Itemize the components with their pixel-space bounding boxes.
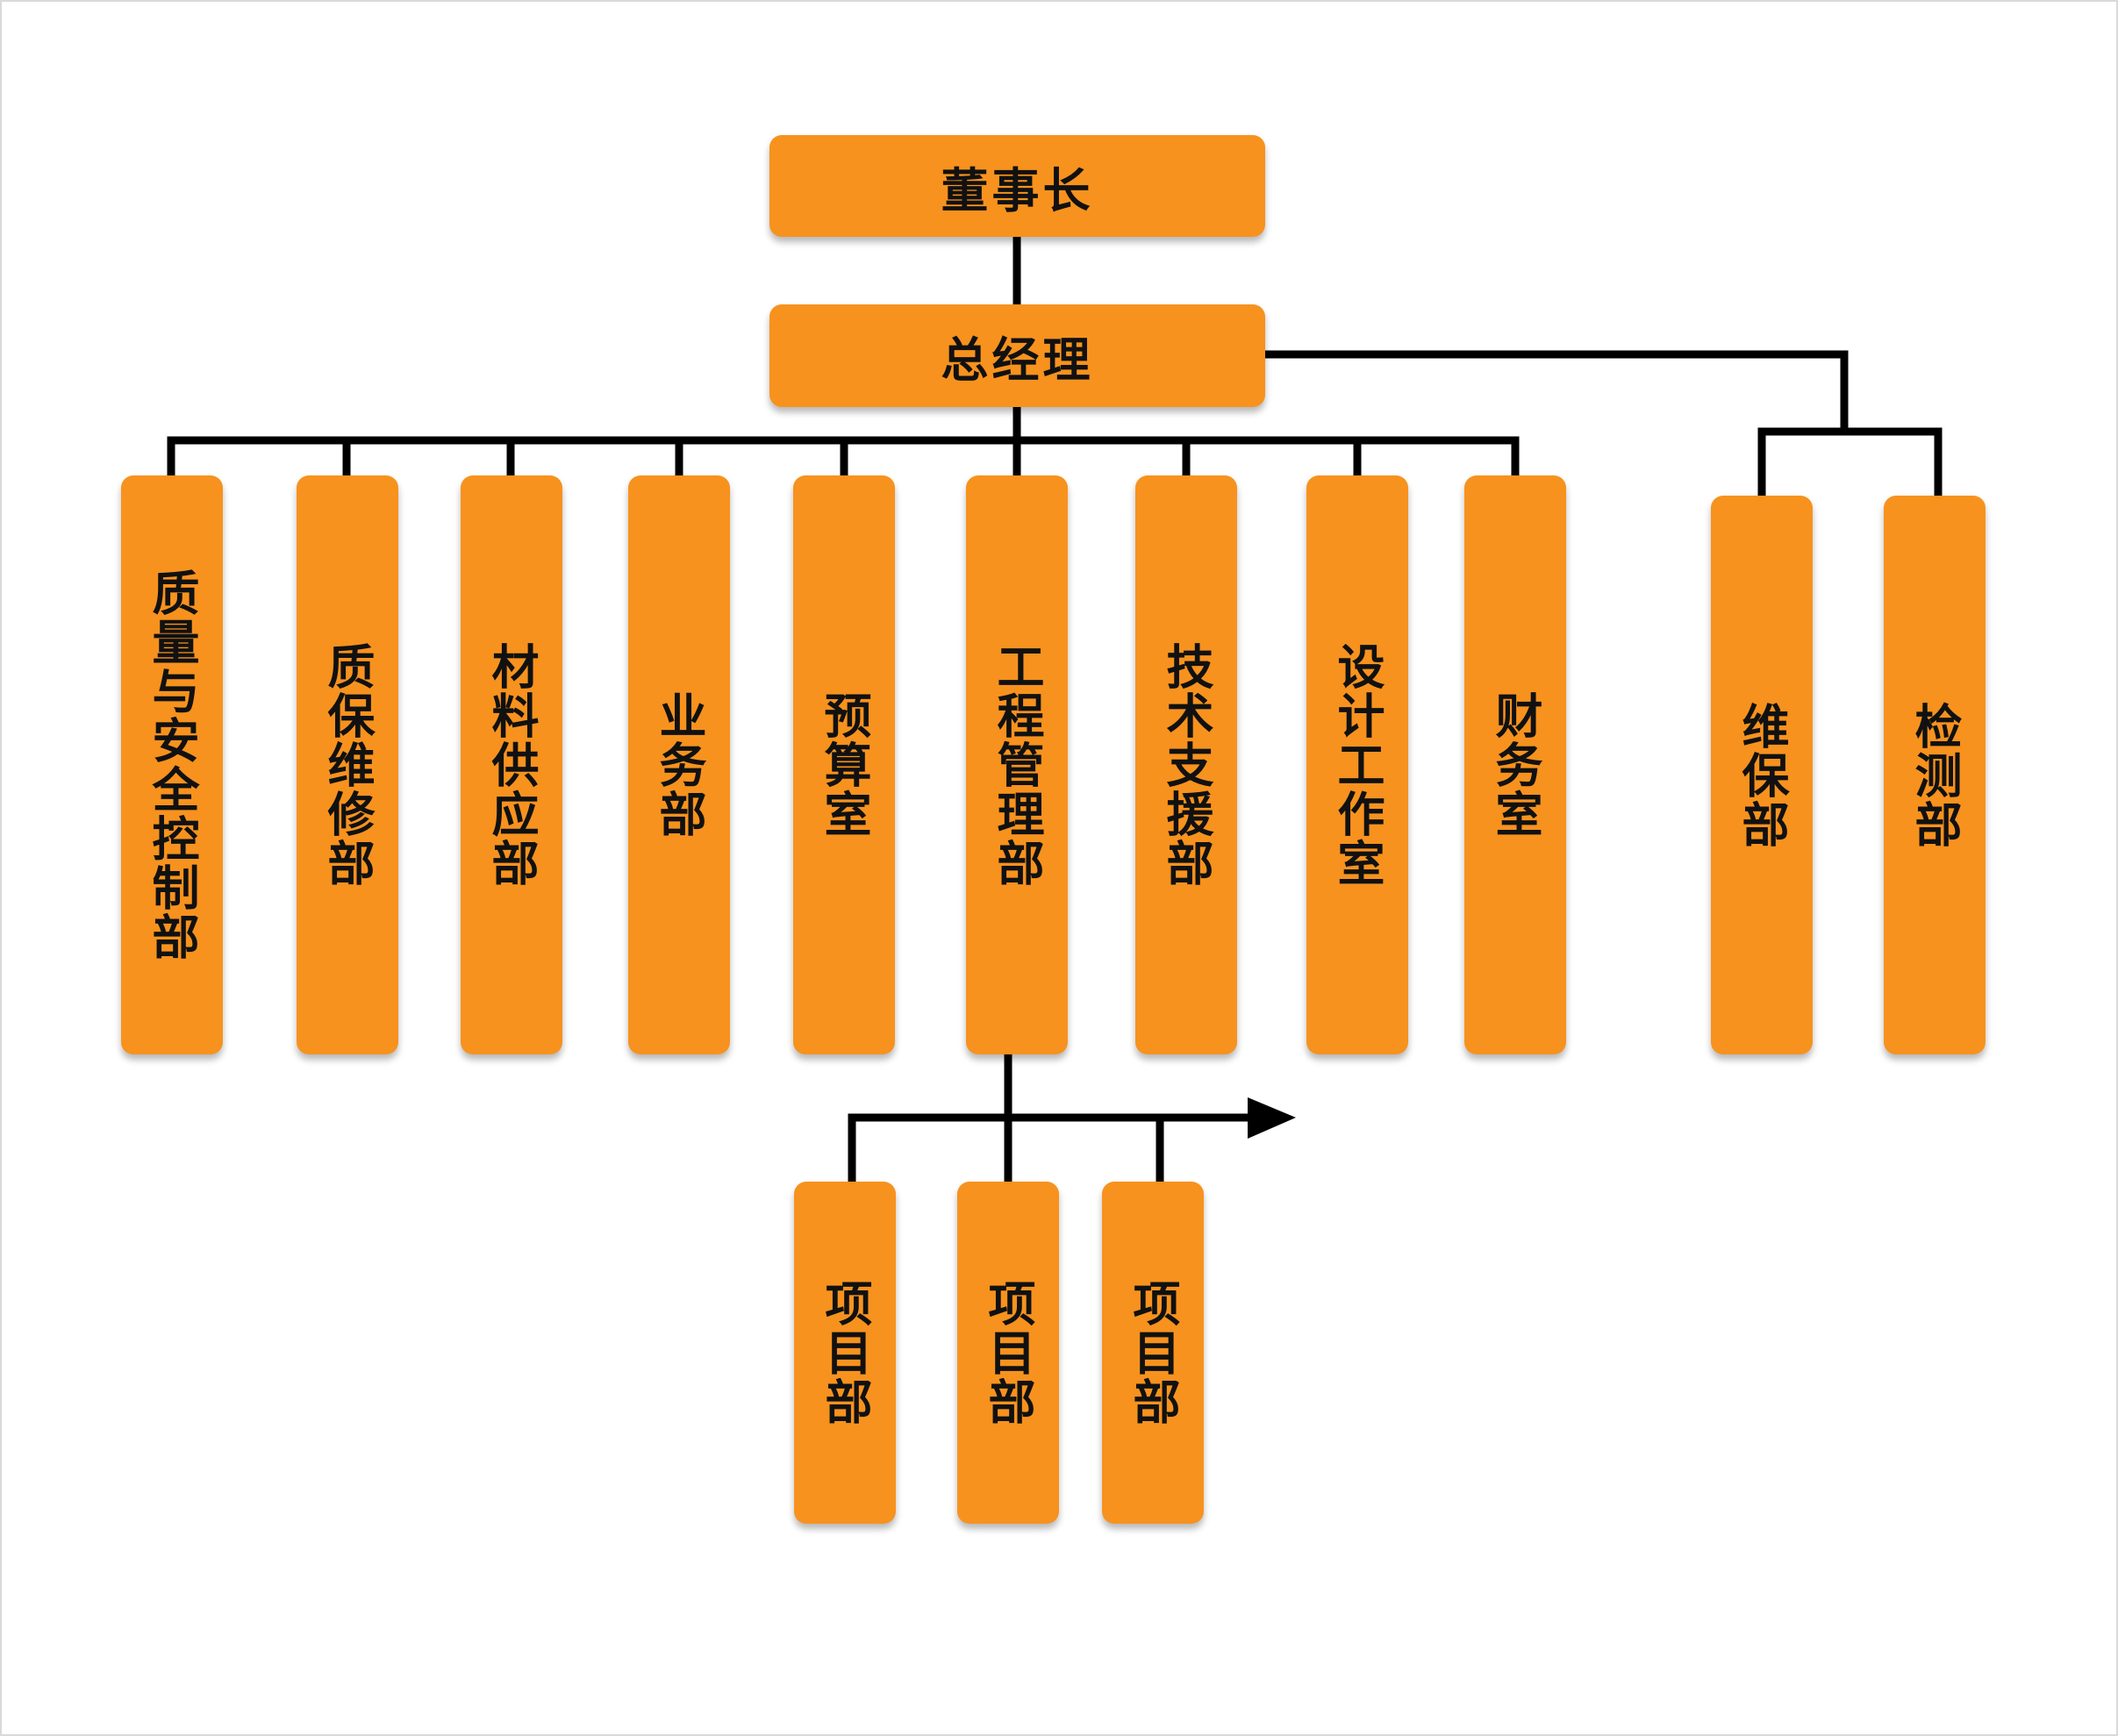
project-dept-box: 项目部 (957, 1182, 1059, 1524)
dept-business-box: 业务部 (628, 475, 730, 1054)
dept-design-studio-box: 设计工作室 (1306, 475, 1408, 1054)
dept-warranty-maintenance-box: 质保维修部 (297, 475, 398, 1054)
dept-technical-support-box: 技术支援部 (1135, 475, 1237, 1054)
dept-quality-safety-box: 质量与安全控制部 (121, 475, 223, 1054)
dept-finance-box: 财务室 (1464, 475, 1566, 1054)
arrow-head (1248, 1097, 1296, 1139)
dept-engineering-management-box: 工程管理部 (966, 475, 1068, 1054)
chairman-box: 董事长 (769, 135, 1265, 237)
dept-budget-box: 预算室 (793, 475, 895, 1054)
dept-maintenance-box: 维保部 (1711, 496, 1813, 1054)
gm-to-side-branch-line (1261, 350, 1849, 436)
dept-material-supply-box: 材料供应部 (461, 475, 562, 1054)
dept-inspection-box: 检测部 (1884, 496, 1986, 1054)
project-dept-box: 项目部 (794, 1182, 896, 1524)
project-dept-box: 项目部 (1102, 1182, 1204, 1524)
general-manager-box: 总经理 (769, 304, 1265, 407)
